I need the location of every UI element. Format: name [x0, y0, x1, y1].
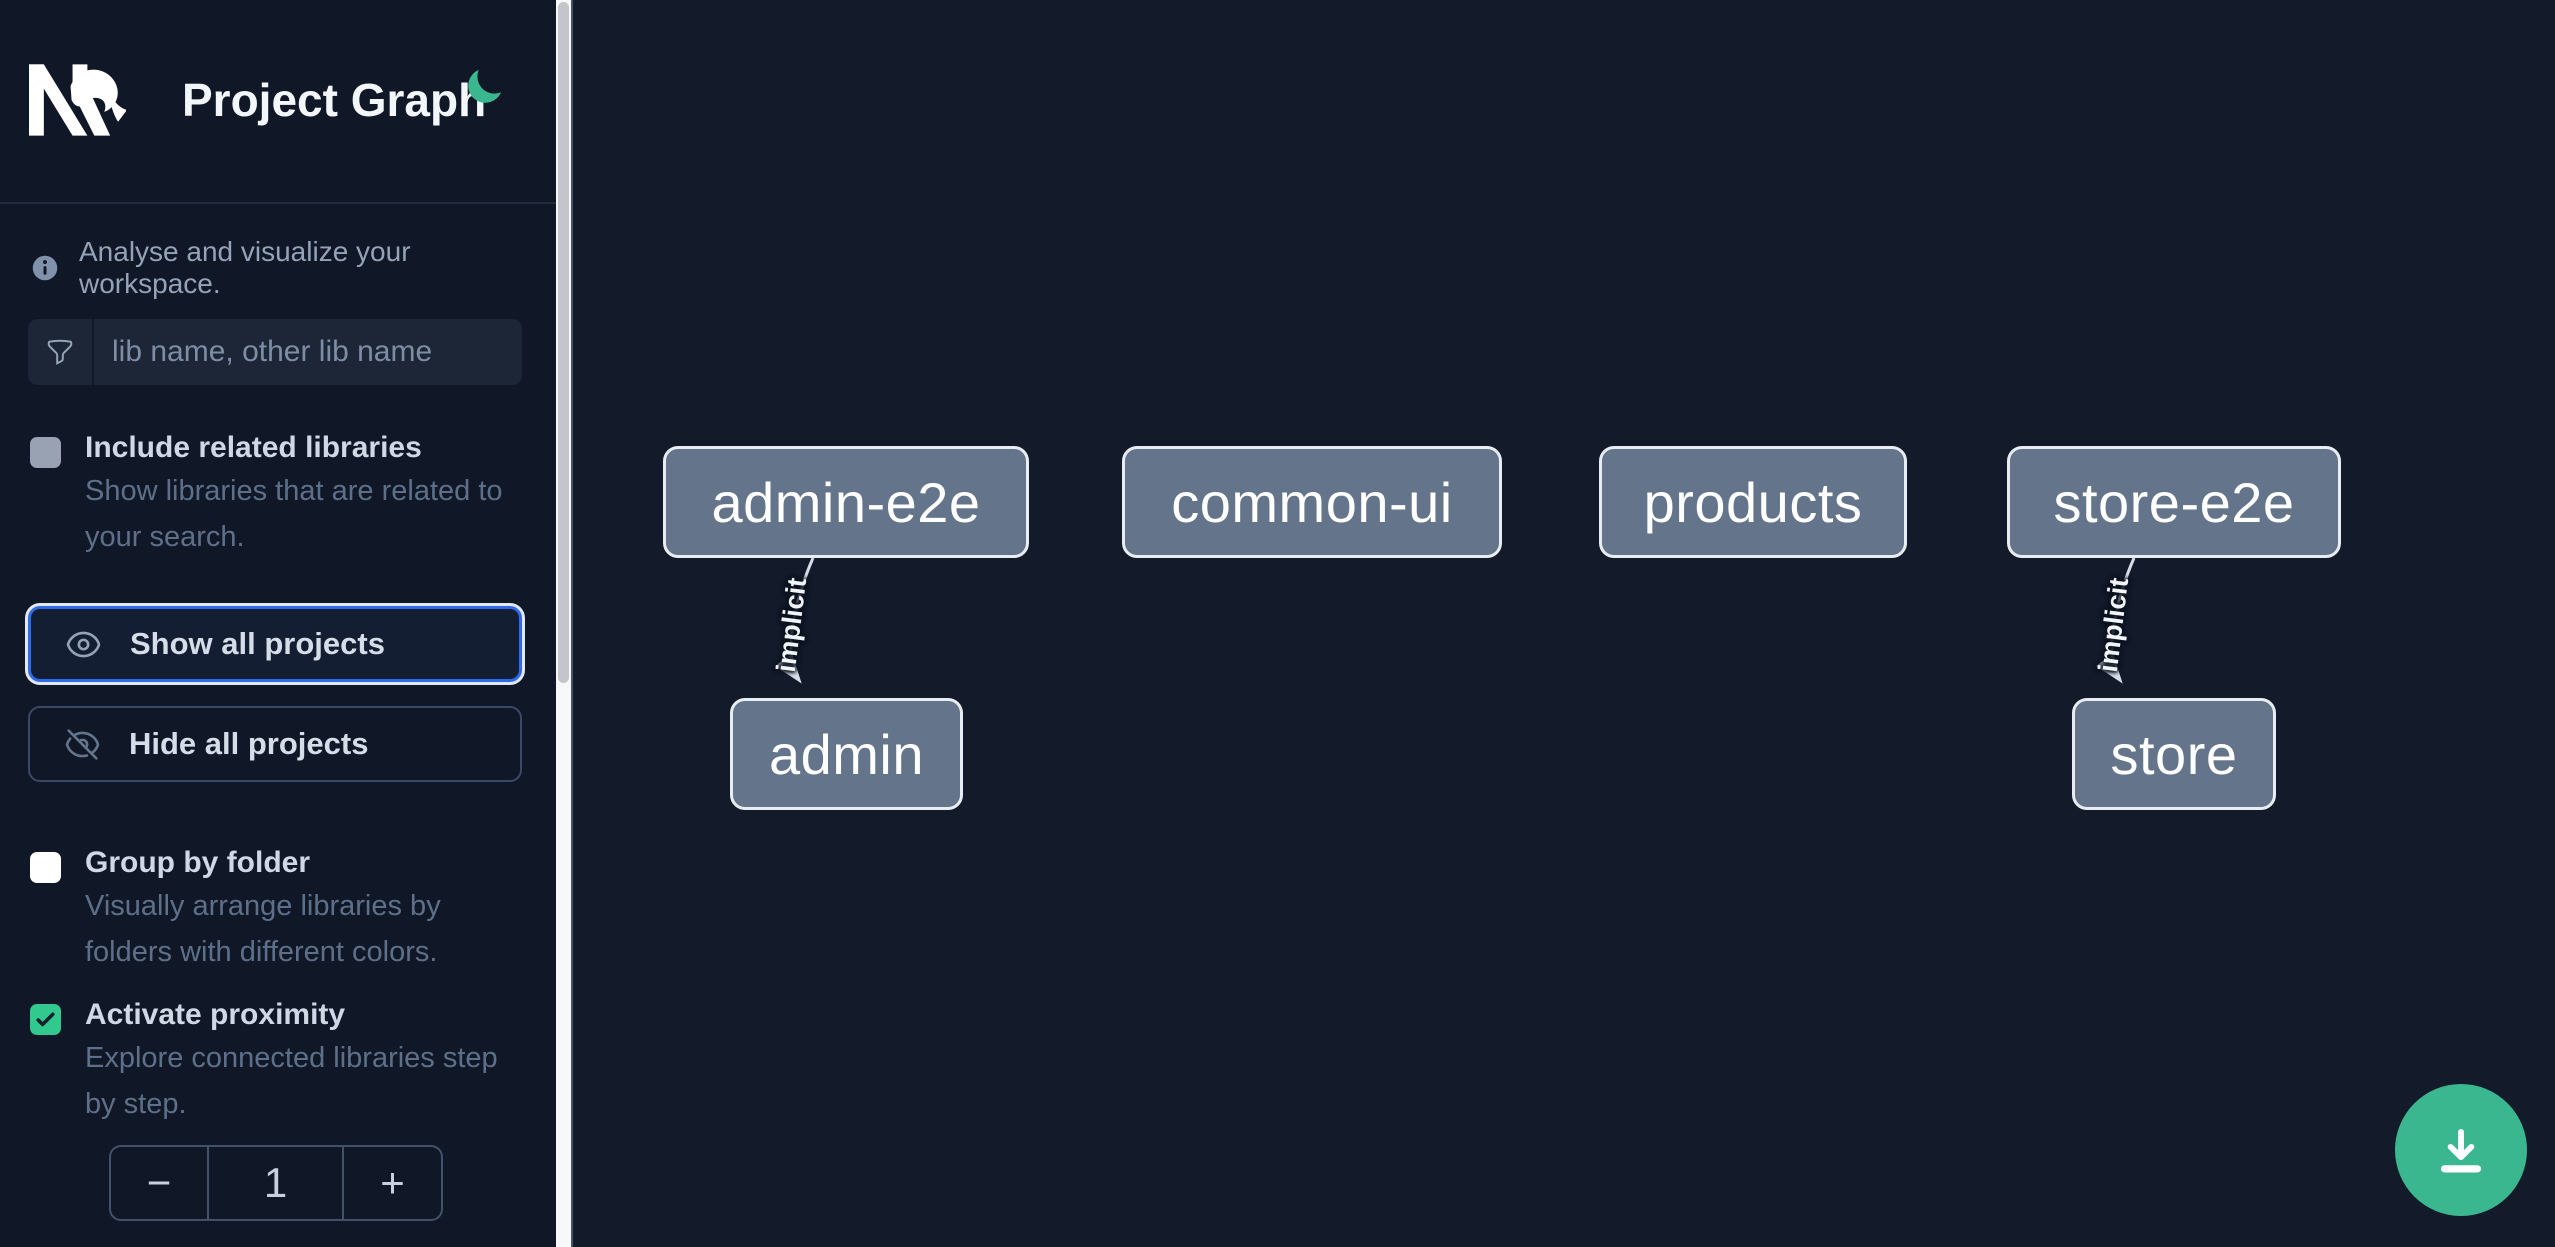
theme-toggle-button[interactable] — [463, 66, 505, 108]
edge-label-store-e2e-store[interactable]: implicit — [2092, 576, 2135, 674]
nx-logo-icon — [29, 64, 127, 136]
sidebar: Project Graph Analyse and visualize your… — [0, 0, 556, 1247]
button-label: Hide all projects — [129, 726, 369, 761]
page-title: Project Graph — [182, 74, 487, 126]
proximity-increment-button[interactable]: + — [380, 1159, 405, 1206]
checkbox-group-by-folder[interactable] — [30, 852, 61, 883]
graph-node-admin-e2e[interactable]: admin-e2e — [663, 446, 1029, 558]
download-image-button[interactable] — [2395, 1084, 2527, 1216]
info-icon — [32, 255, 58, 281]
option-description: Show libraries that are related to — [85, 475, 503, 507]
header-divider — [0, 202, 556, 204]
eye-slash-icon — [65, 728, 100, 760]
show-all-projects-button[interactable]: Show all projects — [28, 606, 522, 682]
option-description: folders with different colors. — [85, 936, 438, 968]
graph-node-admin[interactable]: admin — [730, 698, 963, 810]
check-icon — [36, 1012, 55, 1027]
option-label: Activate proximity — [85, 998, 346, 1031]
checkbox-activate-proximity[interactable] — [30, 1004, 61, 1035]
sidebar-scrollbar-thumb[interactable] — [558, 2, 569, 683]
graph-canvas[interactable] — [571, 0, 2555, 1247]
hide-all-projects-button[interactable]: Hide all projects — [28, 706, 522, 782]
graph-node-common-ui[interactable]: common-ui — [1122, 446, 1502, 558]
tagline: Analyse and visualize your workspace. — [79, 236, 411, 299]
graph-node-store-e2e[interactable]: store-e2e — [2007, 446, 2341, 558]
option-description: your search. — [85, 521, 245, 553]
download-icon — [2440, 1128, 2482, 1173]
moon-icon — [468, 69, 502, 103]
search-input[interactable] — [94, 319, 522, 385]
button-label: Show all projects — [130, 626, 385, 661]
info-row: Analyse and visualize your workspace. — [31, 236, 556, 300]
proximity-value[interactable]: 1 — [209, 1147, 344, 1219]
option-label: Include related libraries — [85, 431, 422, 464]
graph-node-store[interactable]: store — [2072, 698, 2276, 810]
search-box — [28, 319, 522, 385]
option-description: Visually arrange libraries by — [85, 890, 441, 922]
graph-node-products[interactable]: products — [1599, 446, 1907, 558]
sidebar-scrollbar-track — [556, 0, 571, 1247]
proximity-decrement-button[interactable]: − — [111, 1147, 209, 1219]
checkbox-include-related-libraries[interactable] — [30, 437, 61, 468]
option-description: Explore connected libraries step — [85, 1042, 498, 1074]
proximity-stepper: − 1 + — [109, 1145, 443, 1221]
filter-icon — [28, 319, 94, 385]
edge-label-admin-e2e-admin[interactable]: implicit — [770, 576, 813, 674]
option-label: Group by folder — [85, 846, 310, 879]
option-description: by step. — [85, 1088, 187, 1120]
eye-icon — [66, 631, 101, 657]
